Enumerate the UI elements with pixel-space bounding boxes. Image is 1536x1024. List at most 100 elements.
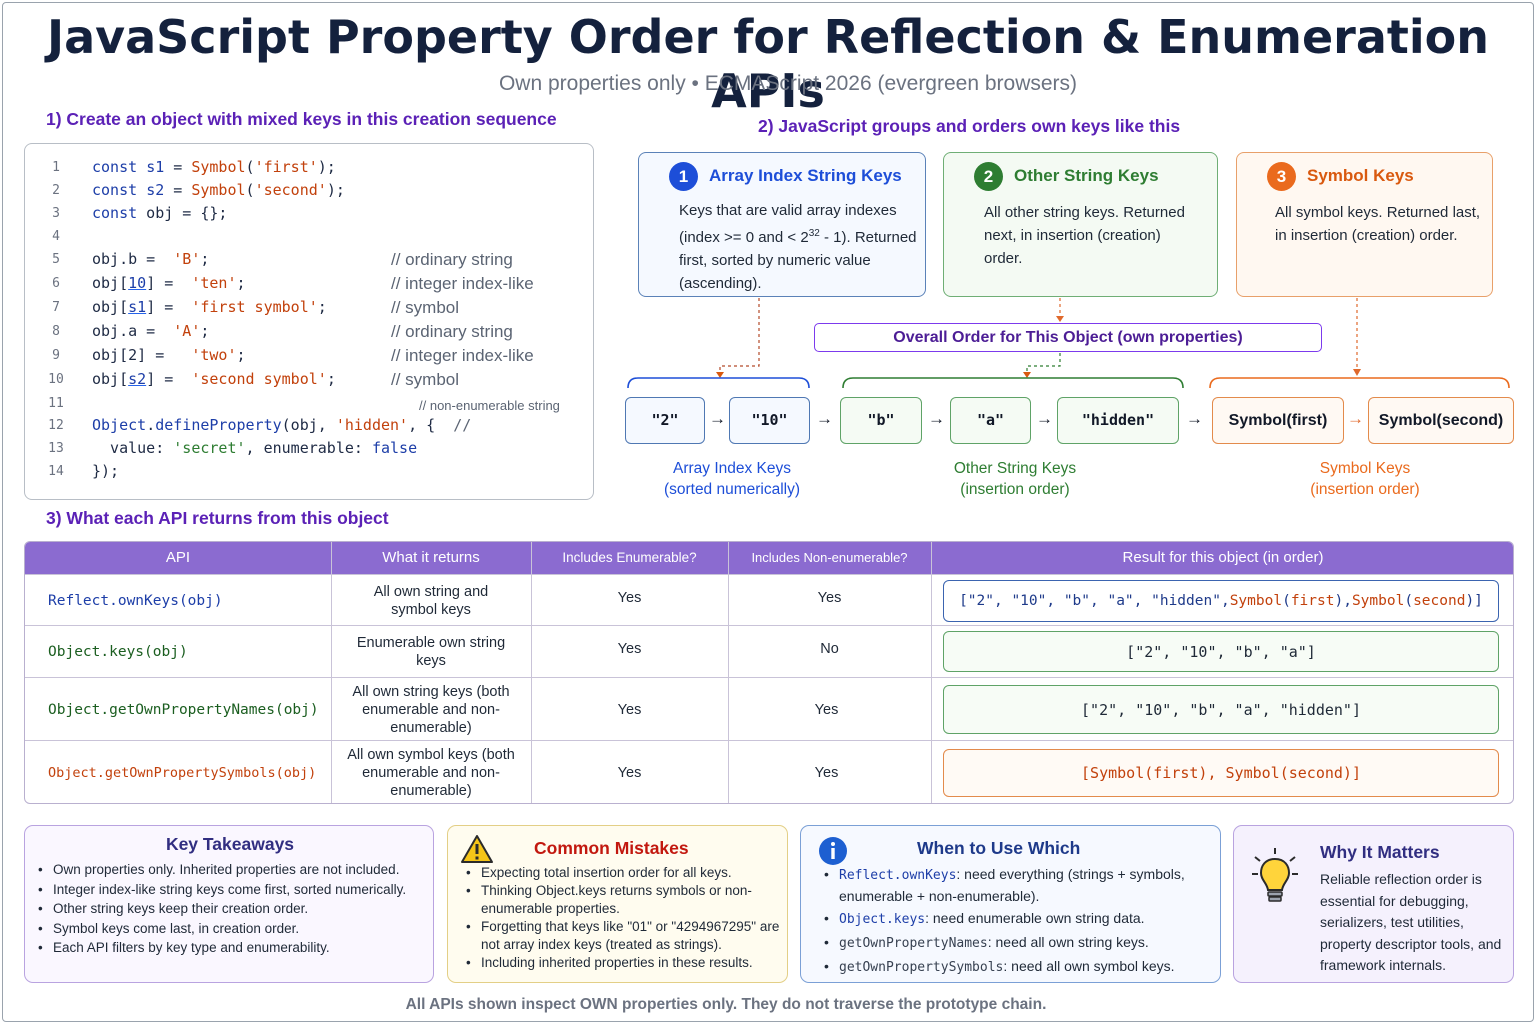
group-caption: Other String Keys(insertion order) xyxy=(953,460,1077,498)
mistakes-list: Expecting total insertion order for all … xyxy=(466,864,784,972)
non-enumerable-cell: Yes xyxy=(814,764,839,781)
arrow-icon: → xyxy=(1347,409,1364,428)
why-text: Reliable reflection order is essential f… xyxy=(1320,871,1502,973)
table-row: Object.getOwnPropertyNames(obj) All own … xyxy=(25,677,1513,740)
card-title: Key Takeaways xyxy=(165,834,295,854)
footer-note: All APIs shown inspect OWN properties on… xyxy=(405,996,1047,1013)
non-enumerable-cell: Yes xyxy=(814,701,839,718)
api-table: API What it returns Includes Enumerable?… xyxy=(24,541,1514,804)
badge-3: 3 xyxy=(1267,162,1296,191)
group-card-array-index: 1 Array Index String Keys Keys that are … xyxy=(638,152,926,297)
list-item: Including inherited properties in these … xyxy=(466,954,784,972)
list-item: Symbol keys come last, in creation order… xyxy=(38,919,433,939)
enumerable-cell: Yes xyxy=(617,764,642,781)
key-box: "hidden" xyxy=(1057,397,1179,444)
why-it-matters-card: Why It Matters Reliable reflection order… xyxy=(1233,825,1514,983)
arrow-icon: → xyxy=(1036,409,1053,428)
result-box: [Symbol(first), Symbol(second)] xyxy=(943,749,1499,797)
table-row: Object.getOwnPropertySymbols(obj) All ow… xyxy=(25,740,1513,803)
group-caption: Symbol Keys(insertion order) xyxy=(1310,460,1420,498)
list-item: Object.keys: need enumerable own string … xyxy=(824,907,1219,931)
column-header: API xyxy=(165,549,191,566)
api-name: Object.getOwnPropertyNames(obj) xyxy=(48,701,319,718)
list-item: getOwnPropertyNames: need all own string… xyxy=(824,931,1219,955)
page-subtitle: Own properties only • ECMAScript 2026 (e… xyxy=(498,72,1078,95)
key-box: "2" xyxy=(625,397,705,444)
api-name: Object.keys(obj) xyxy=(48,644,188,660)
enumerable-cell: Yes xyxy=(617,641,642,657)
code-line: 11// non-enumerable string xyxy=(48,396,560,413)
lightbulb-icon xyxy=(1252,848,1298,902)
key-box: "10" xyxy=(729,397,810,444)
group-title: Array Index String Keys xyxy=(709,166,902,185)
key-box: "b" xyxy=(840,397,922,444)
group-card-symbol: 3 Symbol Keys All symbol keys. Returned … xyxy=(1236,152,1493,297)
arrow-icon: → xyxy=(816,409,833,428)
api-name: Object.getOwnPropertySymbols(obj) xyxy=(48,764,317,781)
result-box: ["2", "10", "b", "a", "hidden"] xyxy=(943,685,1499,734)
returns-cell: All own string keys (both enumerable and… xyxy=(352,683,510,736)
code-line: 14}); xyxy=(48,462,120,480)
group-card-other-string: 2 Other String Keys All other string key… xyxy=(943,152,1218,297)
group-description: All other string keys. Returned next, in… xyxy=(984,204,1185,267)
group-title: Symbol Keys xyxy=(1307,166,1414,185)
overall-order-label: Overall Order for This Object (own prope… xyxy=(814,323,1322,352)
arrow-icon: → xyxy=(928,409,945,428)
when-to-use-card: When to Use Which Reflect.ownKeys: need … xyxy=(800,825,1221,983)
code-line: 4 xyxy=(52,229,60,244)
section-1-heading: 1) Create an object with mixed keys in t… xyxy=(46,109,557,129)
list-item: Reflect.ownKeys: need everything (string… xyxy=(824,864,1219,907)
common-mistakes-card: Common Mistakes Expecting total insertio… xyxy=(447,825,788,983)
table-row: Object.keys(obj) Enumerable own string k… xyxy=(25,625,1513,677)
list-item: Expecting total insertion order for all … xyxy=(466,864,784,882)
returns-cell: All own string and symbol keys xyxy=(373,583,489,618)
page-title: JavaScript Property Order for Reflection… xyxy=(46,10,1489,118)
when-list: Reflect.ownKeys: need everything (string… xyxy=(824,864,1219,979)
info-icon xyxy=(819,837,847,865)
api-name: Reflect.ownKeys(obj) xyxy=(48,592,223,609)
enumerable-cell: Yes xyxy=(617,590,642,606)
result-box: ["2", "10", "b", "a", "hidden", Symbol(f… xyxy=(943,580,1499,622)
badge-1: 1 xyxy=(669,162,698,191)
group-title: Other String Keys xyxy=(1014,166,1159,185)
column-header: Includes Enumerable? xyxy=(562,550,697,565)
enumerable-cell: Yes xyxy=(617,701,642,718)
card-title: Common Mistakes xyxy=(534,838,689,858)
code-line: 13 value: 'secret', enumerable: false xyxy=(48,439,418,457)
section-3-heading: 3) What each API returns from this objec… xyxy=(46,508,389,528)
list-item: Forgetting that keys like "01" or "42949… xyxy=(466,918,784,954)
key-box: "a" xyxy=(950,397,1031,444)
list-item: Other string keys keep their creation or… xyxy=(38,899,433,919)
warning-icon xyxy=(461,835,493,863)
group-description: All symbol keys. Returned last, in inser… xyxy=(1275,204,1481,244)
list-item: getOwnPropertySymbols: need all own symb… xyxy=(824,955,1219,979)
group-description: Keys that are valid array indexes (index… xyxy=(679,202,917,292)
key-box: Symbol(second) xyxy=(1368,397,1514,444)
key-box: Symbol(first) xyxy=(1212,397,1344,444)
non-enumerable-cell: Yes xyxy=(817,590,842,606)
arrow-icon: → xyxy=(709,409,726,428)
card-title: When to Use Which xyxy=(917,838,1081,858)
non-enumerable-cell: No xyxy=(820,641,839,657)
group-caption: Array Index Keys(sorted numerically) xyxy=(663,460,801,498)
list-item: Integer index-like string keys come firs… xyxy=(38,880,433,900)
column-header: What it returns xyxy=(382,549,480,566)
column-header: Includes Non-enumerable? xyxy=(751,550,908,565)
list-item: Each API filters by key type and enumera… xyxy=(38,938,433,958)
table-header: API What it returns Includes Enumerable?… xyxy=(25,542,1513,574)
badge-2: 2 xyxy=(974,162,1003,191)
table-row: Reflect.ownKeys(obj) All own string and … xyxy=(25,574,1513,625)
card-title: Why It Matters xyxy=(1320,842,1440,862)
list-item: Thinking Object.keys returns symbols or … xyxy=(466,882,784,918)
list-item: Own properties only. Inherited propertie… xyxy=(38,860,433,880)
